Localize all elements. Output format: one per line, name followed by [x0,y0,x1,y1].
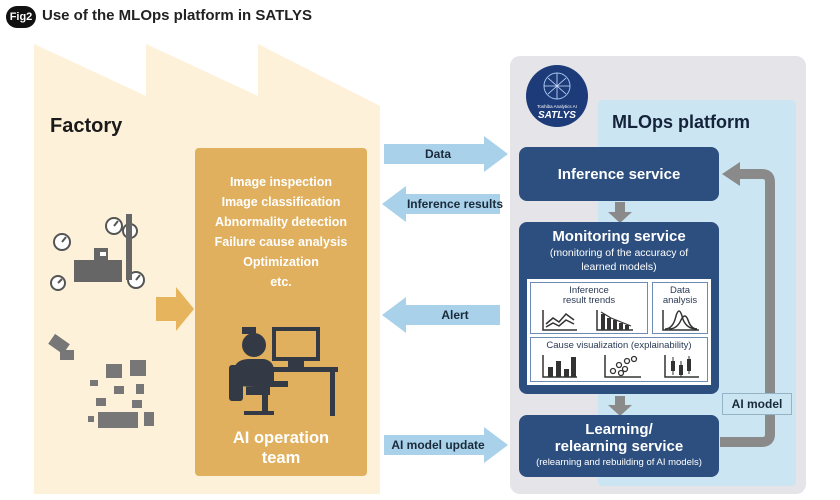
task-image-inspection: Image inspection [229,175,333,189]
learning-service-box: Learning/ relearning service (relearning… [519,415,719,477]
ai-model-update-label: AI model update [391,438,485,452]
camera-icon [48,333,74,360]
monitoring-service-box: Monitoring service (monitoring of the ac… [519,222,719,394]
monitoring-service-title: Monitoring service [552,228,686,245]
learning-service-title-line2: relearning service [554,438,684,455]
platform-flow-arrows [608,162,775,447]
satlys-logo: Toshiba Analytics AI SATLYS [526,65,588,127]
inference-result-trends-panel: Inference result trends [530,282,648,334]
ai-model-update-arrow: AI model update [384,427,514,463]
figure-title: Use of the MLOps platform in SATLYS [42,7,313,24]
distribution-chart-icon [662,310,699,331]
data-analysis-panel: Data analysis [652,282,708,334]
data-flow-arrow: Data [384,136,514,172]
explainability-charts-icon [542,355,699,378]
factory-label: Factory [50,115,123,137]
alert-arrow: Alert [382,297,512,333]
machine-icon [74,214,132,282]
factory-to-team-arrow [156,287,194,331]
alert-label: Alert [441,308,469,322]
trend-chart-icon [542,310,633,331]
monitoring-service-subtitle-line1: (monitoring of the accuracy of [549,247,689,259]
satlys-logo-name: SATLYS [538,110,576,121]
team-label-line1: AI operation [232,429,330,447]
factory-equipment-icons [48,214,154,428]
task-etc: etc. [270,275,292,289]
learning-service-title-line1: Learning/ [585,421,653,438]
inference-results-label: Inference results [406,197,504,211]
task-image-classification: Image classification [221,195,341,209]
inference-service-box: Inference service [519,147,719,201]
learning-service-subtitle: (relearning and rebuilding of AI models) [536,457,702,468]
data-analysis-label-line1: Data [669,285,691,296]
task-abnormality-detection: Abnormality detection [215,215,347,229]
ai-operation-team-panel [195,148,367,476]
task-optimization: Optimization [243,255,319,269]
operator-at-computer-icon [229,327,338,416]
chip-icon [88,360,154,428]
data-flow-label: Data [424,147,451,161]
data-analysis-label-line2: analysis [662,295,698,306]
monitoring-service-subtitle-line2: learned models) [581,261,657,273]
trends-label-line2: result trends [562,295,616,306]
satlys-logo-subtitle: Toshiba Analytics AI [537,104,577,109]
inference-results-arrow: Inference results [382,186,512,222]
ai-operation-team-label: AI operation team [195,428,367,468]
team-label-line2: team [261,449,301,467]
figure-badge: Fig2 [6,6,36,28]
cause-visualization-label: Cause visualization (explainability) [546,340,692,351]
monitoring-tools-panel: Inference result trends [527,279,711,385]
ai-model-label: AI model [722,393,792,415]
cause-visualization-panel: Cause visualization (explainability) [530,337,708,382]
mlops-platform-title: MLOps platform [612,112,750,132]
trends-label-line1: Inference [569,285,609,296]
task-failure-cause-analysis: Failure cause analysis [214,235,348,249]
team-task-list: Image inspection Image classification Ab… [195,172,367,292]
